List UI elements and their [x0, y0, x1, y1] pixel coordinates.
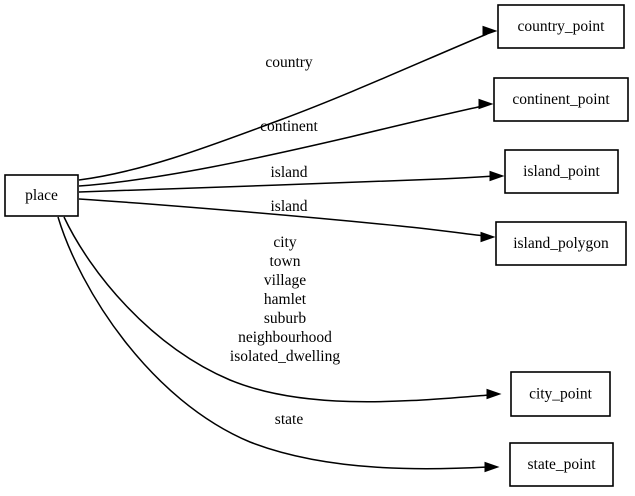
node-country_point[interactable]: country_point [497, 4, 625, 49]
nodes-layer: place country_point continent_point island_… [4, 4, 629, 487]
node-label: island_polygon [513, 235, 609, 252]
edge-line [78, 33, 488, 181]
edge-arrowhead-icon [478, 98, 494, 110]
edge-place-to-island_point [78, 170, 505, 193]
edge-place-to-island_polygon [78, 198, 496, 243]
edges-layer [57, 25, 505, 473]
edge-label-line: neighbourhood [238, 329, 332, 346]
edge-arrowhead-icon [480, 231, 496, 243]
edge-label: country [265, 54, 313, 71]
edge-arrowhead-icon [484, 461, 500, 473]
edge-label-line: city [273, 234, 296, 251]
edge-label-line: hamlet [264, 291, 307, 308]
edge-label-line: island [270, 198, 307, 215]
edge-place-to-country_point [78, 25, 498, 181]
node-island_polygon[interactable]: island_polygon [495, 221, 627, 266]
node-label: city_point [529, 386, 593, 403]
node-box[interactable] [504, 149, 619, 194]
edge-place-to-state_point [57, 216, 500, 473]
edge-labels-layer: country continent island island city town vill… [230, 54, 340, 428]
node-city_point[interactable]: city_point [510, 371, 611, 417]
edge-place-to-city_point [63, 216, 502, 403]
node-place[interactable]: place [4, 174, 79, 217]
node-island_point[interactable]: island_point [504, 149, 619, 194]
edge-arrowhead-icon [486, 388, 502, 400]
node-continent_point[interactable]: continent_point [493, 77, 629, 122]
edge-label: island [270, 198, 307, 215]
node-state_point[interactable]: state_point [509, 442, 614, 487]
node-box[interactable] [510, 371, 611, 417]
node-box[interactable] [493, 77, 629, 122]
edge-line [78, 198, 486, 237]
edge-label-line: isolated_dwelling [230, 348, 340, 365]
node-box[interactable] [509, 442, 614, 487]
edge-label-line: suburb [264, 310, 306, 327]
edge-label-line: village [264, 272, 306, 289]
node-box[interactable] [4, 174, 79, 217]
edge-label-line: state [275, 411, 304, 428]
edge-label: island [270, 164, 307, 181]
node-label: country_point [518, 18, 606, 35]
node-label: continent_point [512, 91, 610, 108]
edge-label: city town village hamlet suburb neighbourhood… [230, 234, 340, 365]
node-box[interactable] [495, 221, 627, 266]
edge-label-line: town [270, 253, 301, 270]
node-label: state_point [527, 456, 596, 473]
edge-label: continent [260, 118, 318, 135]
edge-label: state [275, 411, 304, 428]
edge-line [63, 216, 491, 403]
edge-line [78, 105, 484, 187]
edge-line [57, 216, 489, 470]
edge-line [78, 175, 495, 193]
edge-place-to-continent_point [78, 98, 494, 187]
edge-label-line: country [265, 54, 313, 71]
node-box[interactable] [497, 4, 625, 49]
node-label: place [25, 187, 58, 204]
edge-label-line: island [270, 164, 307, 181]
node-label: island_point [523, 163, 600, 180]
edge-arrowhead-icon [489, 170, 505, 182]
edge-arrowhead-icon [482, 25, 498, 37]
edge-label-line: continent [260, 118, 318, 135]
